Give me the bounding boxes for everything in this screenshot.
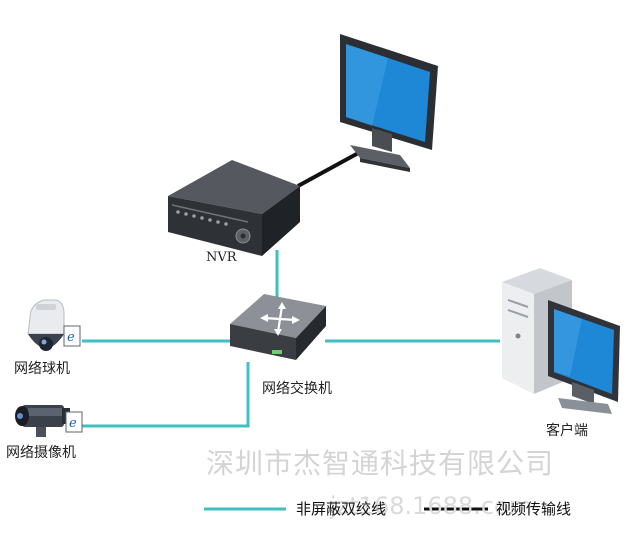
bullet-camera-label: 网络摄像机	[6, 445, 76, 461]
connection-lines	[80, 149, 500, 428]
dome-camera-label: 网络球机	[14, 361, 70, 377]
ie-icon: e	[65, 411, 83, 433]
watermark-company: 深圳市杰智通科技有限公司	[206, 447, 555, 480]
monitor-icon	[340, 34, 438, 172]
svg-text:e: e	[67, 330, 75, 345]
bullet-camera-icon	[15, 405, 70, 437]
client-label: 客户端	[546, 423, 588, 439]
nvr-icon	[168, 160, 300, 256]
legend-video-label: 视频传输线	[496, 500, 572, 518]
switch-icon	[230, 294, 326, 360]
nvr-monitor-video-line	[297, 149, 363, 188]
dome-camera-icon	[27, 299, 65, 351]
bullet-switch-line	[80, 362, 250, 428]
legend-utp-label: 非屏蔽双绞线	[296, 500, 387, 518]
nvr-label: NVR	[206, 250, 237, 265]
watermark-site: jzt168.1688.com	[330, 492, 533, 520]
desktop-computer-icon	[502, 268, 620, 414]
svg-text:e: e	[69, 416, 77, 431]
ie-icon: e	[63, 325, 81, 347]
switch-label: 网络交换机	[262, 381, 332, 397]
